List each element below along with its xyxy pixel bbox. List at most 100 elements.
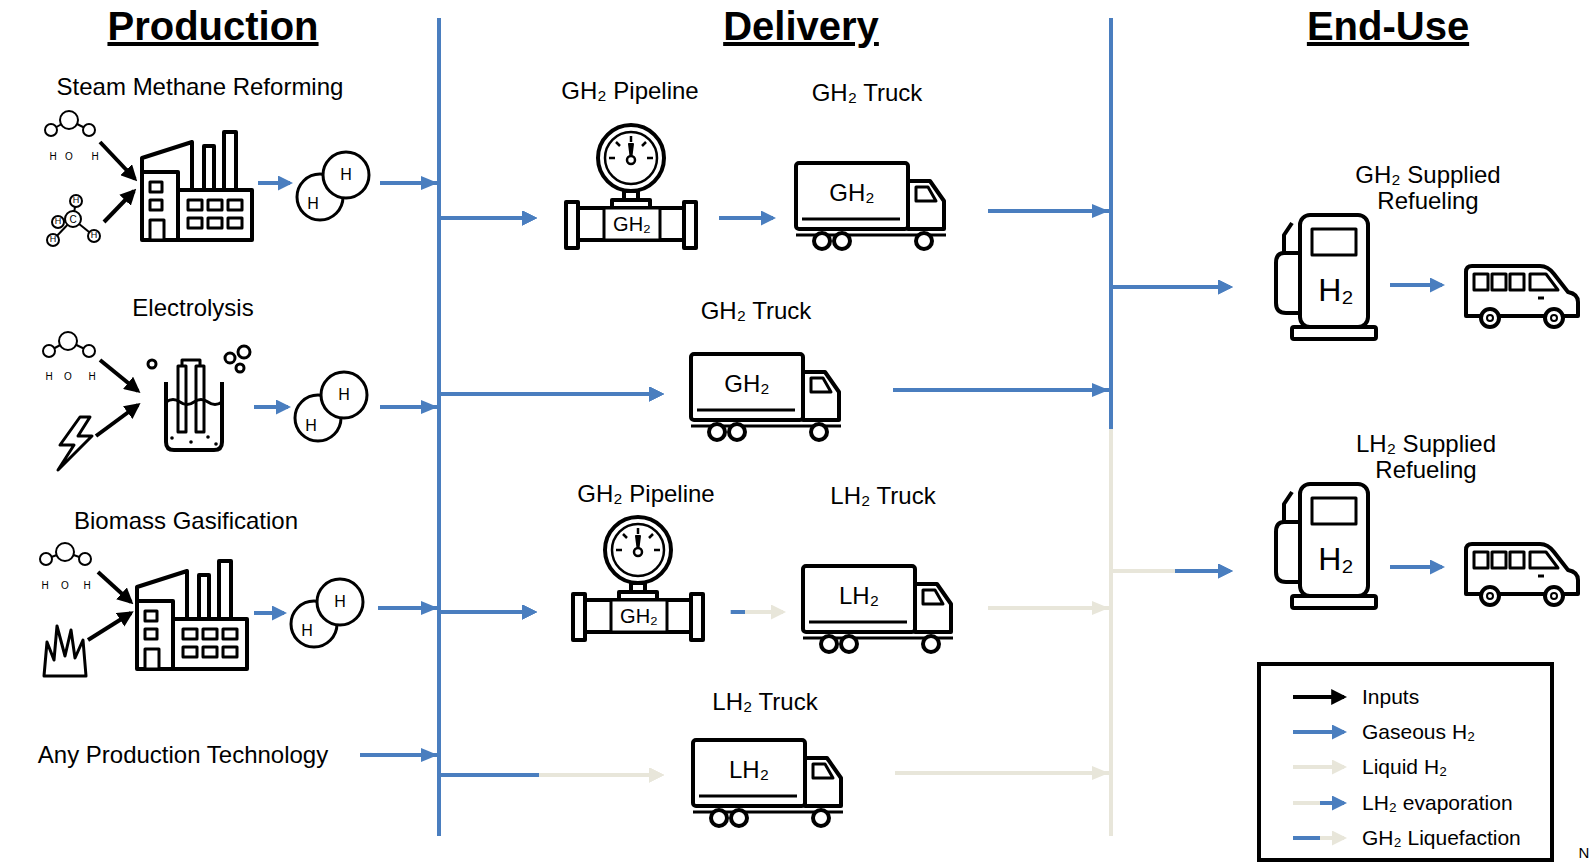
legend-sample — [1293, 695, 1344, 699]
icon-label: H₂ — [1318, 273, 1354, 308]
methane-molecule — [88, 230, 100, 242]
icon-label: H — [340, 166, 352, 184]
methane-molecule — [47, 195, 100, 246]
legend-text: GH₂ Liquefaction — [1362, 826, 1521, 849]
legend-sample — [1320, 836, 1344, 840]
atom-symbol: O — [65, 151, 73, 162]
icon-label: GH₂ — [724, 371, 769, 397]
methane-molecule — [52, 216, 64, 228]
legend-text: Gaseous H₂ — [1362, 720, 1475, 743]
water-molecule — [45, 111, 95, 136]
legend-text: Liquid H₂ — [1362, 755, 1447, 778]
flow-arrow — [1390, 285, 1442, 567]
water-molecule — [59, 332, 77, 350]
section-heading: Production — [107, 4, 318, 48]
factory-icon — [137, 561, 247, 669]
water-molecule — [45, 124, 57, 136]
truck: GH₂ TruckGH₂ — [790, 76, 950, 254]
node-heading: LH₂ Truck — [830, 483, 935, 509]
water-molecule — [60, 111, 78, 129]
atom-symbol: H — [50, 235, 57, 245]
input-arrow — [88, 613, 131, 640]
bus-arrowhead — [1092, 601, 1109, 780]
water-molecule — [40, 543, 91, 565]
node-heading: Biomass Gasification — [74, 508, 298, 534]
icon-label: H₂ — [1318, 542, 1354, 577]
flow-arrow — [1390, 565, 1442, 569]
atom-symbol: H — [88, 371, 95, 382]
input-arrow — [98, 572, 131, 602]
electrolyser-icon — [148, 346, 250, 450]
water-molecule — [79, 553, 91, 565]
atom-symbol: H — [91, 231, 98, 241]
pipeline: GH₂ PipelineGH₂ — [559, 478, 719, 650]
flow-connector — [380, 407, 661, 775]
flow-connector — [380, 407, 534, 612]
pump-icon — [1276, 484, 1376, 608]
electricity-symbol — [58, 417, 92, 470]
bus-arrowhead — [421, 176, 1109, 762]
refueling-station: GH₂ Supplied RefuelingH₂ — [1265, 150, 1522, 342]
flow-connector — [360, 394, 661, 755]
vehicle-icon — [1466, 266, 1578, 327]
flow-connector — [360, 218, 534, 755]
pipeline-icon — [573, 517, 703, 640]
flow-connector — [380, 183, 661, 394]
methane-molecule — [47, 234, 59, 246]
hydrogen-icon — [317, 579, 363, 625]
node-heading: GH₂ Truck — [812, 80, 923, 106]
node-heading: GH₂ Pipeline — [577, 481, 714, 507]
icon-label: GH₂ — [620, 605, 658, 627]
flow-connector — [378, 608, 661, 775]
legend-sample — [1293, 836, 1320, 840]
node-heading: Steam Methane Reforming — [57, 74, 344, 100]
node-heading: LH₂ Supplied Refueling — [1336, 431, 1516, 484]
icon-label: LH₂ — [729, 757, 769, 783]
production-step: Steam Methane ReformingHH — [30, 68, 375, 246]
truck: LH₂ TruckLH₂ — [797, 478, 957, 656]
node-heading: GH₂ Supplied Refueling — [1338, 162, 1518, 215]
legend-sample — [1293, 801, 1320, 805]
truck-icon — [796, 163, 946, 249]
icon-label: LH₂ — [839, 583, 879, 609]
atom-symbol: H — [73, 196, 80, 206]
atom-symbol: C — [69, 214, 76, 225]
flow-arrow — [254, 183, 290, 613]
truck-icon — [803, 566, 953, 652]
water-molecule — [40, 553, 52, 565]
biomass-symbol — [44, 626, 86, 676]
legend-box — [1259, 664, 1552, 860]
hydrogen-icon: HH — [290, 577, 366, 649]
atom-symbol: H — [83, 580, 90, 591]
water-molecule — [43, 332, 95, 357]
icon-label: GH₂ — [613, 213, 651, 235]
input-arrow — [96, 405, 138, 436]
methane-molecule — [65, 211, 81, 227]
legend-text: Inputs — [1362, 685, 1419, 708]
hydrogen-icon — [323, 152, 369, 198]
atom-symbol: H — [55, 217, 62, 227]
truck-icon — [693, 740, 843, 826]
water-molecule — [83, 124, 95, 136]
flow-arrow — [254, 405, 288, 409]
node-heading: GH₂ Pipeline — [561, 78, 698, 104]
input-arrow — [100, 142, 135, 179]
section-heading: End-Use — [1307, 4, 1469, 48]
icon-label: H — [307, 195, 319, 213]
flow-connector — [719, 216, 773, 220]
legend-sample — [1293, 765, 1344, 769]
atom-symbol: H — [41, 580, 48, 591]
icon-label: H — [305, 417, 317, 435]
atom-symbol: H — [49, 151, 56, 162]
atom-symbol: H — [91, 151, 98, 162]
flow-arrow — [1390, 283, 1442, 287]
atom-symbol: H — [45, 371, 52, 382]
water-molecule — [83, 345, 95, 357]
atom-symbol: O — [64, 371, 72, 382]
refueling-station: LH₂ Supplied RefuelingH₂ — [1265, 425, 1520, 610]
factory-icon — [142, 132, 252, 240]
methane-molecule — [70, 195, 82, 207]
water-molecule — [43, 345, 55, 357]
